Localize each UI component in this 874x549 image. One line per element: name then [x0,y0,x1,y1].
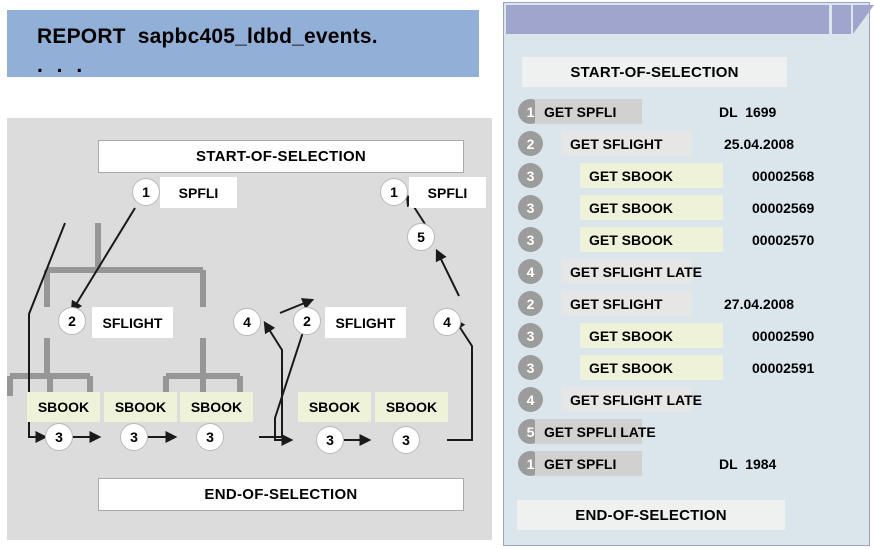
node-spfli-right: SPFLI [409,177,486,208]
node-spfli-left: SPFLI [160,177,237,208]
marker-sflight-left: 2 [58,307,86,335]
trace-row-number: 4 [518,387,543,412]
trace-row-event: GET SBOOK [580,227,723,252]
trace-row-value: 00002590 [752,327,815,344]
trace-row-event: GET SPFLI LATE [535,419,656,444]
marker-sflight-late-right: 4 [433,308,461,336]
trace-row-number: 3 [518,323,543,348]
trace-row-value: 00002591 [752,359,815,376]
marker-sbook-l2: 3 [120,423,148,451]
marker-spfli-right: 1 [380,178,408,206]
marker-spfli-late: 5 [407,223,435,251]
marker-spfli-left: 1 [132,178,160,206]
report-banner: REPORT sapbc405_ldbd_events. . . . [7,10,479,77]
marker-sbook-r2: 3 [392,426,420,454]
trace-row: 4 GET SFLIGHT LATE [504,384,871,416]
trace-row: 3 GET SBOOK 00002590 [504,320,871,352]
node-sbook-l2: SBOOK [104,392,177,422]
window-title-bar [506,5,829,34]
trace-row-value: 00002568 [752,167,815,184]
diagram-end-of-selection: END-OF-SELECTION [98,478,464,511]
window-title-bar-tab [832,5,851,34]
trace-row: 3 GET SBOOK 00002591 [504,352,871,384]
node-sflight-left: SFLIGHT [92,307,173,338]
trace-row: 4 GET SFLIGHT LATE [504,256,871,288]
trace-row-event: GET SBOOK [580,355,723,380]
trace-row-value: DL 1984 [719,455,777,472]
trace-row-number: 2 [518,291,543,316]
trace-row-number: 3 [518,227,543,252]
trace-row-event: GET SPFLI [535,99,642,124]
trace-end-of-selection: END-OF-SELECTION [517,500,785,530]
trace-row-value: 25.04.2008 [724,135,795,152]
node-sbook-r2: SBOOK [375,392,448,422]
trace-row-number: 2 [518,131,543,156]
marker-sflight-right: 2 [293,307,321,335]
trace-start-of-selection: START-OF-SELECTION [522,57,787,87]
trace-row-event: GET SBOOK [580,195,723,220]
trace-row: 2 GET SFLIGHT 27.04.2008 [504,288,871,320]
node-sbook-l3: SBOOK [180,392,253,422]
left-pane: REPORT sapbc405_ldbd_events. . . . [7,10,492,540]
trace-row-value: 00002569 [752,199,815,216]
trace-row-value: DL 1699 [719,103,777,120]
trace-row-event: GET SBOOK [580,323,723,348]
trace-row-event: GET SBOOK [580,163,723,188]
marker-sflight-late-left: 4 [233,308,261,336]
marker-sbook-l3: 3 [196,423,224,451]
trace-row: 3 GET SBOOK 00002570 [504,224,871,256]
trace-row-value: 27.04.2008 [724,295,795,312]
trace-row-number: 3 [518,355,543,380]
diagram-start-of-selection: START-OF-SELECTION [98,140,464,173]
trace-row-event: GET SPFLI [535,451,642,476]
marker-sbook-l1: 3 [45,423,73,451]
node-sbook-r1: SBOOK [298,392,371,422]
trace-row-number: 4 [518,259,543,284]
marker-sbook-r1: 3 [316,426,344,454]
trace-row-event: GET SFLIGHT LATE [561,259,702,284]
report-ellipsis: . . . [37,54,87,77]
trace-row-event: GET SFLIGHT [561,291,692,316]
trace-row-number: 3 [518,195,543,220]
node-sflight-right: SFLIGHT [325,307,406,338]
ldb-node-diagram: START-OF-SELECTION END-OF-SELECTION 1 SP… [7,118,492,540]
trace-row-value: 00002570 [752,231,815,248]
page-fold-corner [853,5,874,34]
node-sbook-l1: SBOOK [27,392,100,422]
trace-row-number: 3 [518,163,543,188]
trace-row-event: GET SFLIGHT [561,131,692,156]
trace-row: 2 GET SFLIGHT 25.04.2008 [504,128,871,160]
trace-row-event: GET SFLIGHT LATE [561,387,702,412]
fold-triangle-icon [853,5,874,34]
trace-row: 3 GET SBOOK 00002569 [504,192,871,224]
trace-row: 3 GET SBOOK 00002568 [504,160,871,192]
report-statement: REPORT sapbc405_ldbd_events. [37,25,378,48]
